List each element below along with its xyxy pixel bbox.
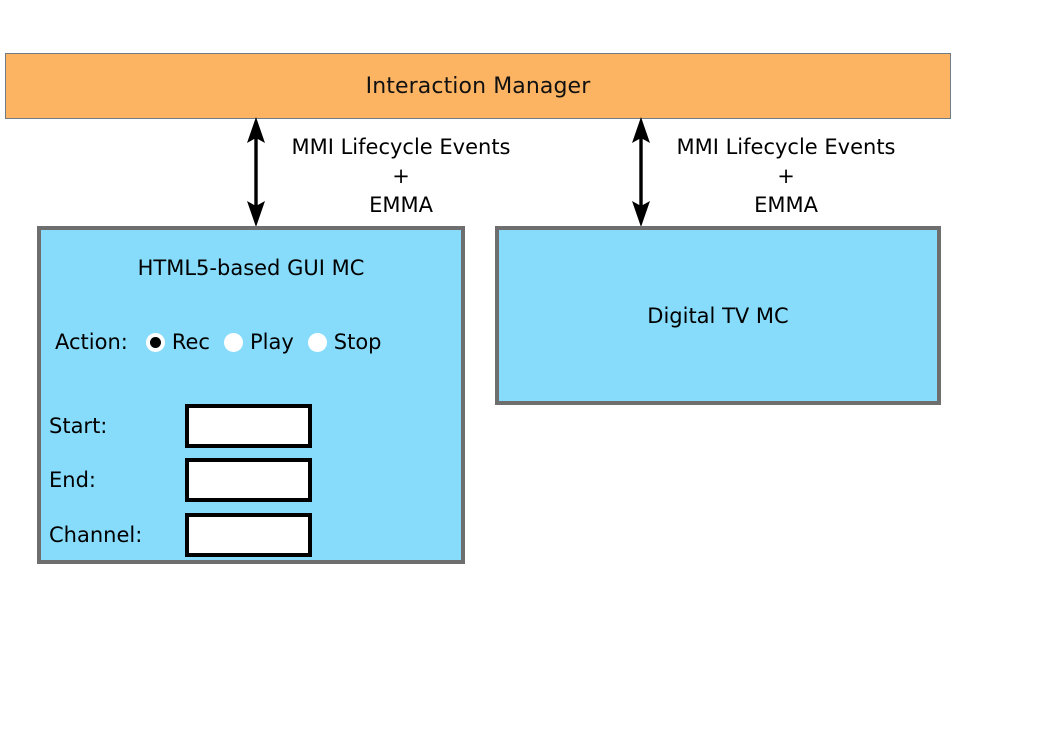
radio-option-rec[interactable]: Rec (145, 330, 210, 354)
channel-input[interactable] (185, 513, 312, 557)
interaction-manager-title: Interaction Manager (365, 73, 591, 99)
connector-label-line-1: MMI Lifecycle Events (291, 135, 511, 159)
connector-label-line-3: EMMA (754, 193, 818, 217)
connector-label-line-3: EMMA (369, 193, 433, 217)
field-label-start: Start: (49, 414, 108, 438)
start-input[interactable] (185, 404, 312, 448)
field-label-channel: Channel: (49, 523, 143, 547)
radio-button-rec-icon[interactable] (145, 332, 165, 352)
connector-label-im-to-tv: MMI Lifecycle Events + EMMA (659, 133, 913, 220)
radio-label-rec: Rec (171, 330, 210, 354)
digital-tv-mc-box: Digital TV MC (495, 226, 941, 405)
connector-label-line-2: + (777, 164, 795, 188)
action-radio-group: Action: Rec Play Stop (55, 330, 382, 354)
interaction-manager-box: Interaction Manager (5, 53, 951, 119)
radio-label-stop: Stop (333, 330, 382, 354)
end-input[interactable] (185, 458, 312, 502)
connector-label-line-1: MMI Lifecycle Events (676, 135, 896, 159)
connector-arrow-im-to-gui (243, 117, 269, 227)
connector-label-line-2: + (392, 164, 410, 188)
radio-button-play-icon[interactable] (223, 332, 243, 352)
field-row-end: End: (49, 458, 312, 502)
field-row-channel: Channel: (49, 513, 312, 557)
digital-tv-mc-title: Digital TV MC (647, 303, 789, 328)
field-row-start: Start: (49, 404, 312, 448)
html5-gui-mc-title: HTML5-based GUI MC (137, 256, 365, 280)
radio-label-play: Play (249, 330, 294, 354)
connector-arrow-im-to-tv (628, 117, 654, 227)
html5-gui-mc-box: HTML5-based GUI MC Action: Rec Play Stop… (37, 226, 465, 564)
radio-option-play[interactable]: Play (223, 330, 294, 354)
action-label: Action: (55, 330, 128, 354)
radio-button-stop-icon[interactable] (307, 332, 327, 352)
radio-option-stop[interactable]: Stop (307, 330, 382, 354)
field-label-end: End: (49, 468, 96, 492)
double-headed-arrow-icon (632, 117, 650, 227)
connector-label-im-to-gui: MMI Lifecycle Events + EMMA (274, 133, 528, 220)
double-headed-arrow-icon (247, 117, 265, 227)
